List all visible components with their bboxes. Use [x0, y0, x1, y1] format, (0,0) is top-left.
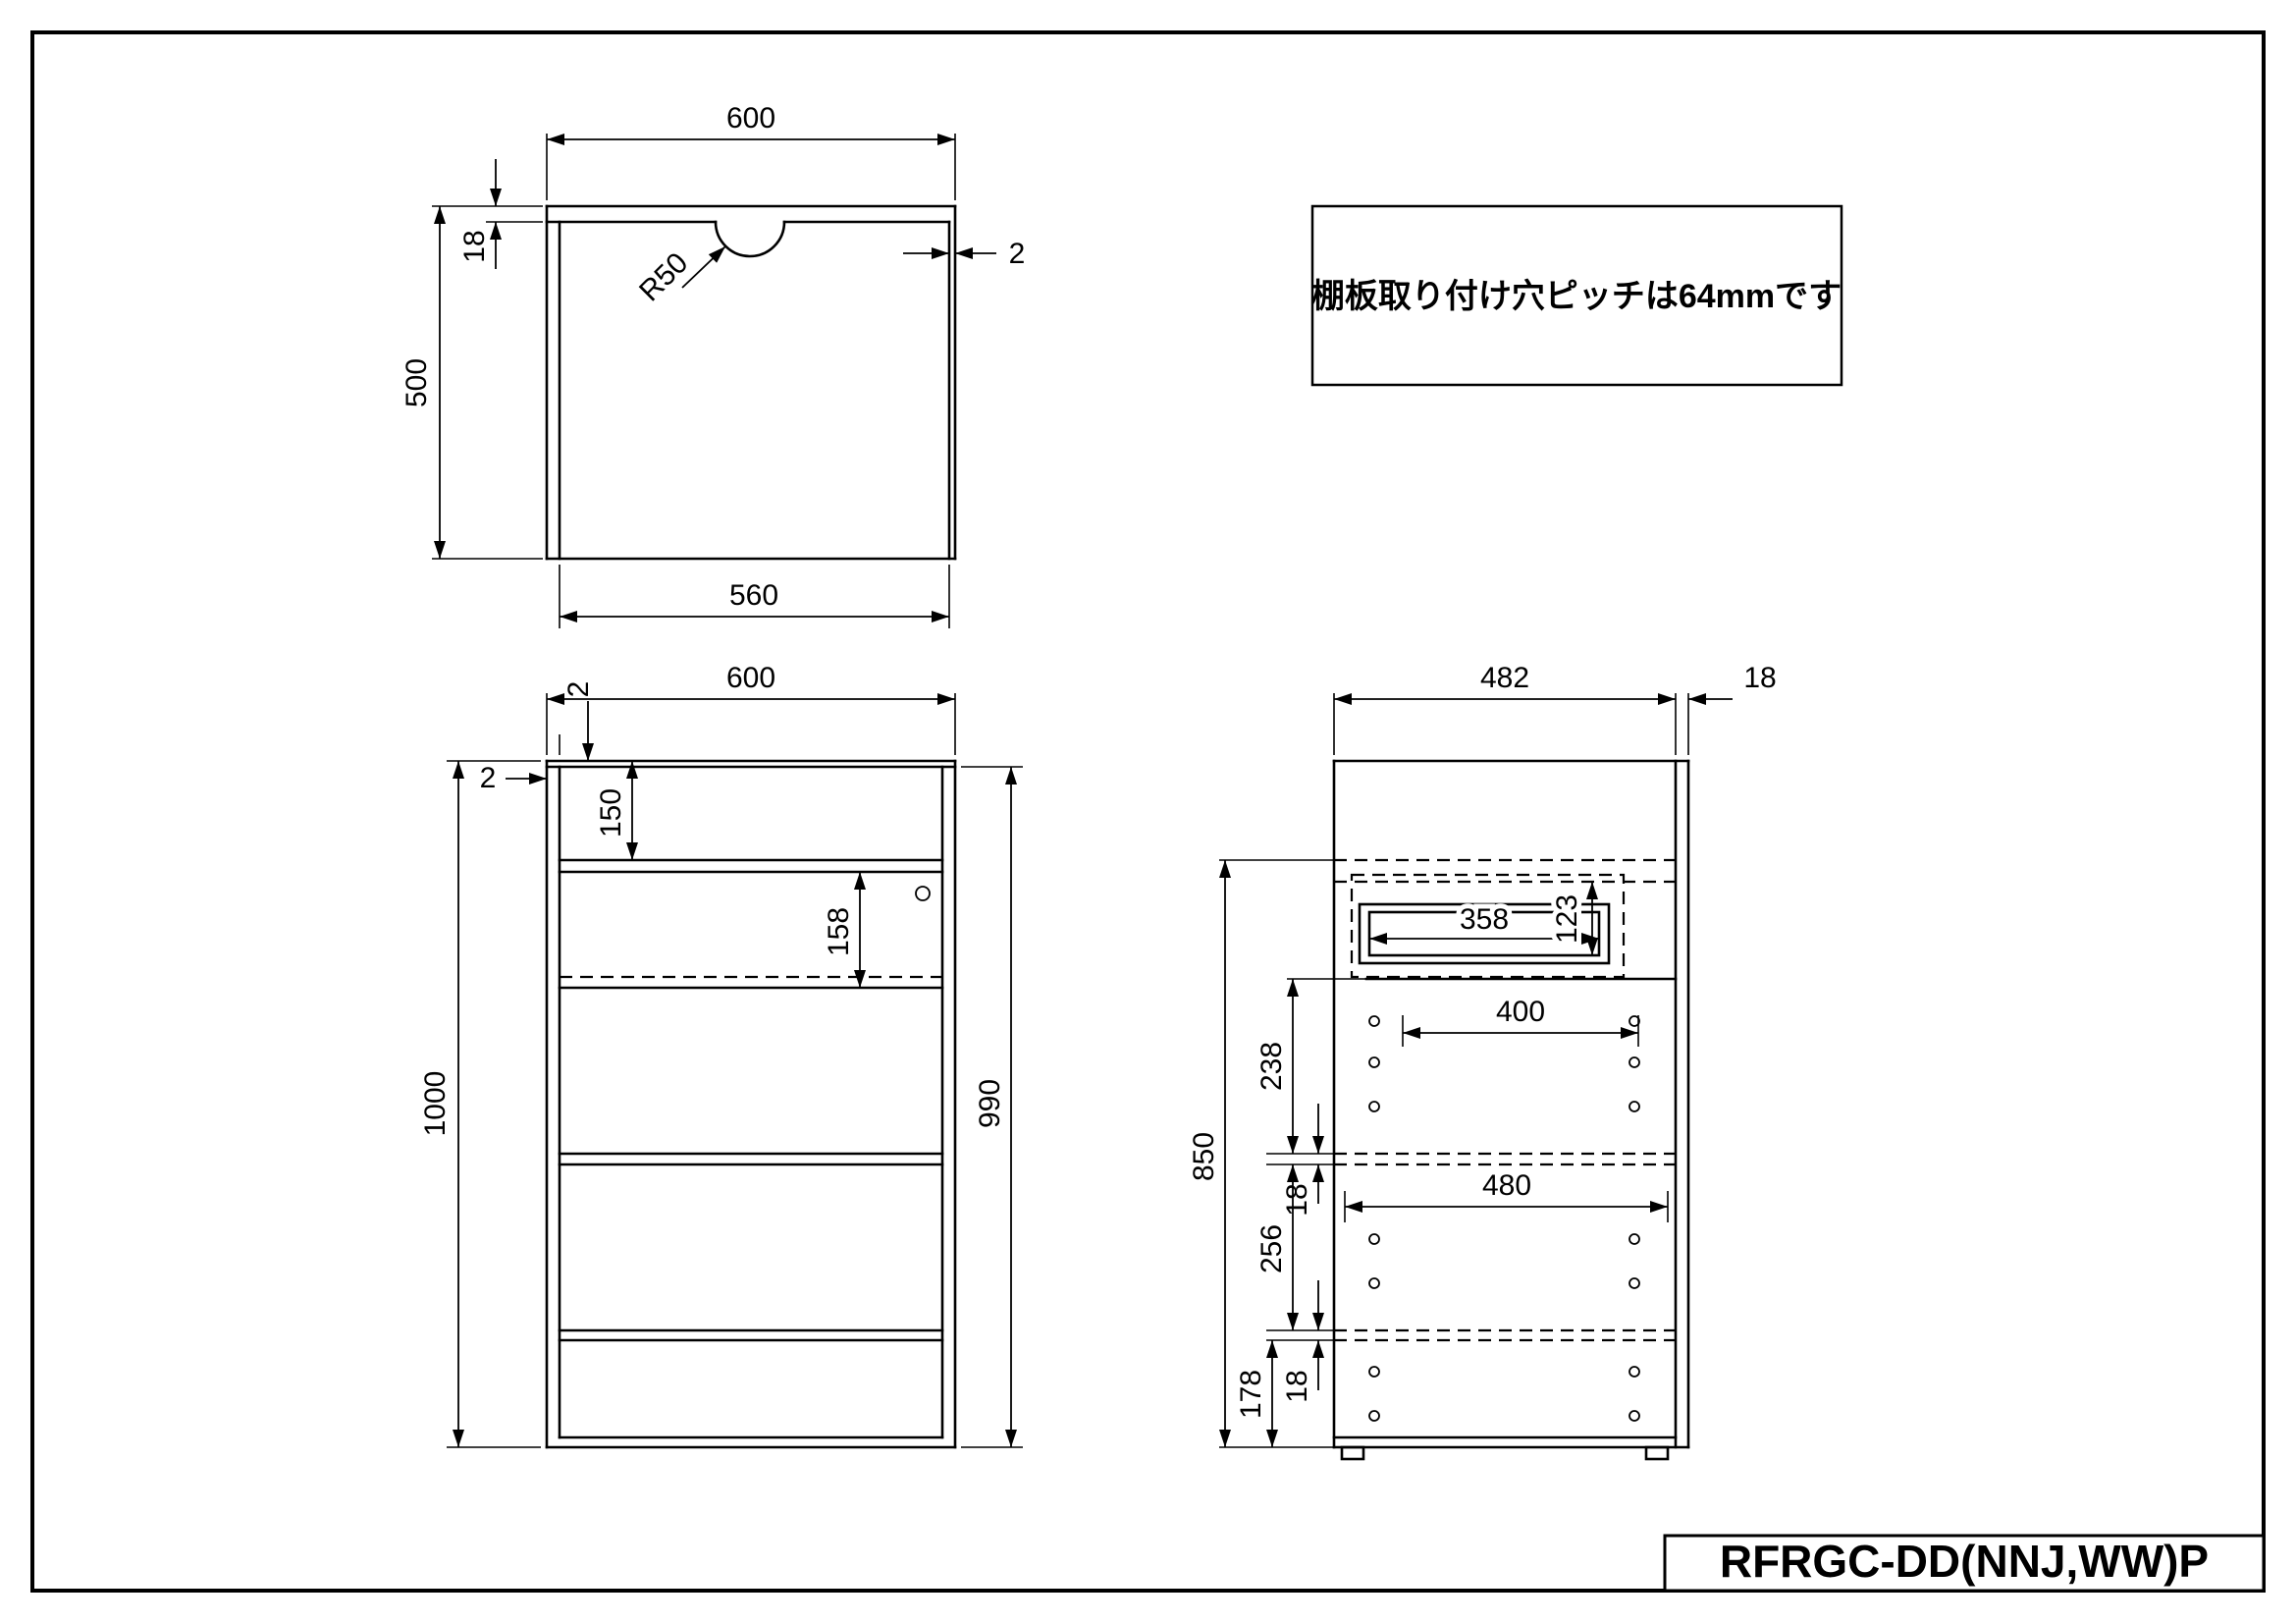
side-view-hidden-lines — [1334, 858, 1676, 1342]
title-block: RFRGC-DD(NNJ,WW)P — [1663, 1534, 2266, 1593]
dim-shelf-span: 480 — [1482, 1169, 1531, 1202]
shelf-pin-holes — [1368, 1015, 1640, 1422]
title-block-text: RFRGC-DD(NNJ,WW)P — [1720, 1536, 2209, 1587]
dim-front-flap-height: 158 — [823, 907, 855, 956]
dim-side-back-thickness: 18 — [1743, 662, 1776, 694]
flap-knob — [915, 886, 931, 901]
front-view-part-lines — [545, 759, 957, 1449]
top-view-leader-lines — [490, 159, 996, 289]
dim-top-depth: 500 — [400, 358, 433, 407]
dim-front-top-edge: 2 — [562, 681, 595, 698]
dim-tray-width: 358 — [1460, 903, 1509, 936]
dim-side-depth: 482 — [1480, 662, 1529, 694]
top-view-part-lines — [545, 204, 957, 561]
title-block-border — [1663, 1534, 2266, 1593]
side-view: 482 18 358 123 850 238 18 256 18 178 400… — [1188, 662, 1777, 1461]
dim-front-inner-height: 990 — [974, 1079, 1006, 1128]
note-text: 棚板取り付け穴ピッチは64mmです — [1311, 278, 1842, 315]
dim-side-height: 850 — [1188, 1132, 1220, 1181]
side-view-leader-lines — [1312, 693, 1733, 1390]
side-view-dimension-lines — [1219, 693, 1676, 1447]
dim-tray-height: 123 — [1551, 894, 1583, 944]
top-view: 600 18 500 560 2 R50 — [400, 102, 1025, 628]
dim-shelf1-thickness: 18 — [1281, 1183, 1313, 1216]
page-border — [30, 30, 2266, 1593]
dim-cutout-radius: R50 — [633, 246, 694, 307]
dim-front-top-section: 150 — [595, 788, 627, 838]
front-view: 600 2 2 150 158 1000 990 — [419, 662, 1023, 1449]
dim-front-left-edge: 2 — [480, 762, 497, 794]
front-view-extension-lines — [447, 693, 1023, 1448]
top-view-extension-lines — [432, 134, 956, 628]
foot-left — [1340, 1445, 1365, 1461]
flap-tray-outer — [1358, 902, 1611, 965]
dim-front-height: 1000 — [419, 1071, 452, 1137]
dim-middle-section: 256 — [1255, 1224, 1288, 1273]
dim-shelf2-thickness: 18 — [1281, 1370, 1313, 1402]
dim-hole-span: 400 — [1496, 996, 1545, 1028]
foot-right — [1644, 1445, 1670, 1461]
side-view-part-lines — [1332, 759, 1690, 1461]
dim-top-thickness: 18 — [458, 230, 491, 262]
top-view-dimension-lines — [434, 134, 955, 622]
cable-cutout-arc — [714, 220, 786, 258]
dim-top-edge: 2 — [1009, 238, 1026, 270]
side-view-extension-lines — [1219, 693, 1689, 1448]
dim-top-width: 600 — [726, 102, 775, 135]
dim-bottom-section: 178 — [1235, 1370, 1267, 1419]
front-view-dimension-lines — [453, 693, 1017, 1447]
front-view-leader-lines — [506, 701, 594, 784]
dim-upper-section: 238 — [1255, 1042, 1288, 1091]
dim-top-inner-width: 560 — [729, 579, 778, 612]
dim-front-width: 600 — [726, 662, 775, 694]
note-box-border — [1310, 204, 1843, 387]
note-box: 棚板取り付け穴ピッチは64mmです — [1310, 204, 1843, 387]
